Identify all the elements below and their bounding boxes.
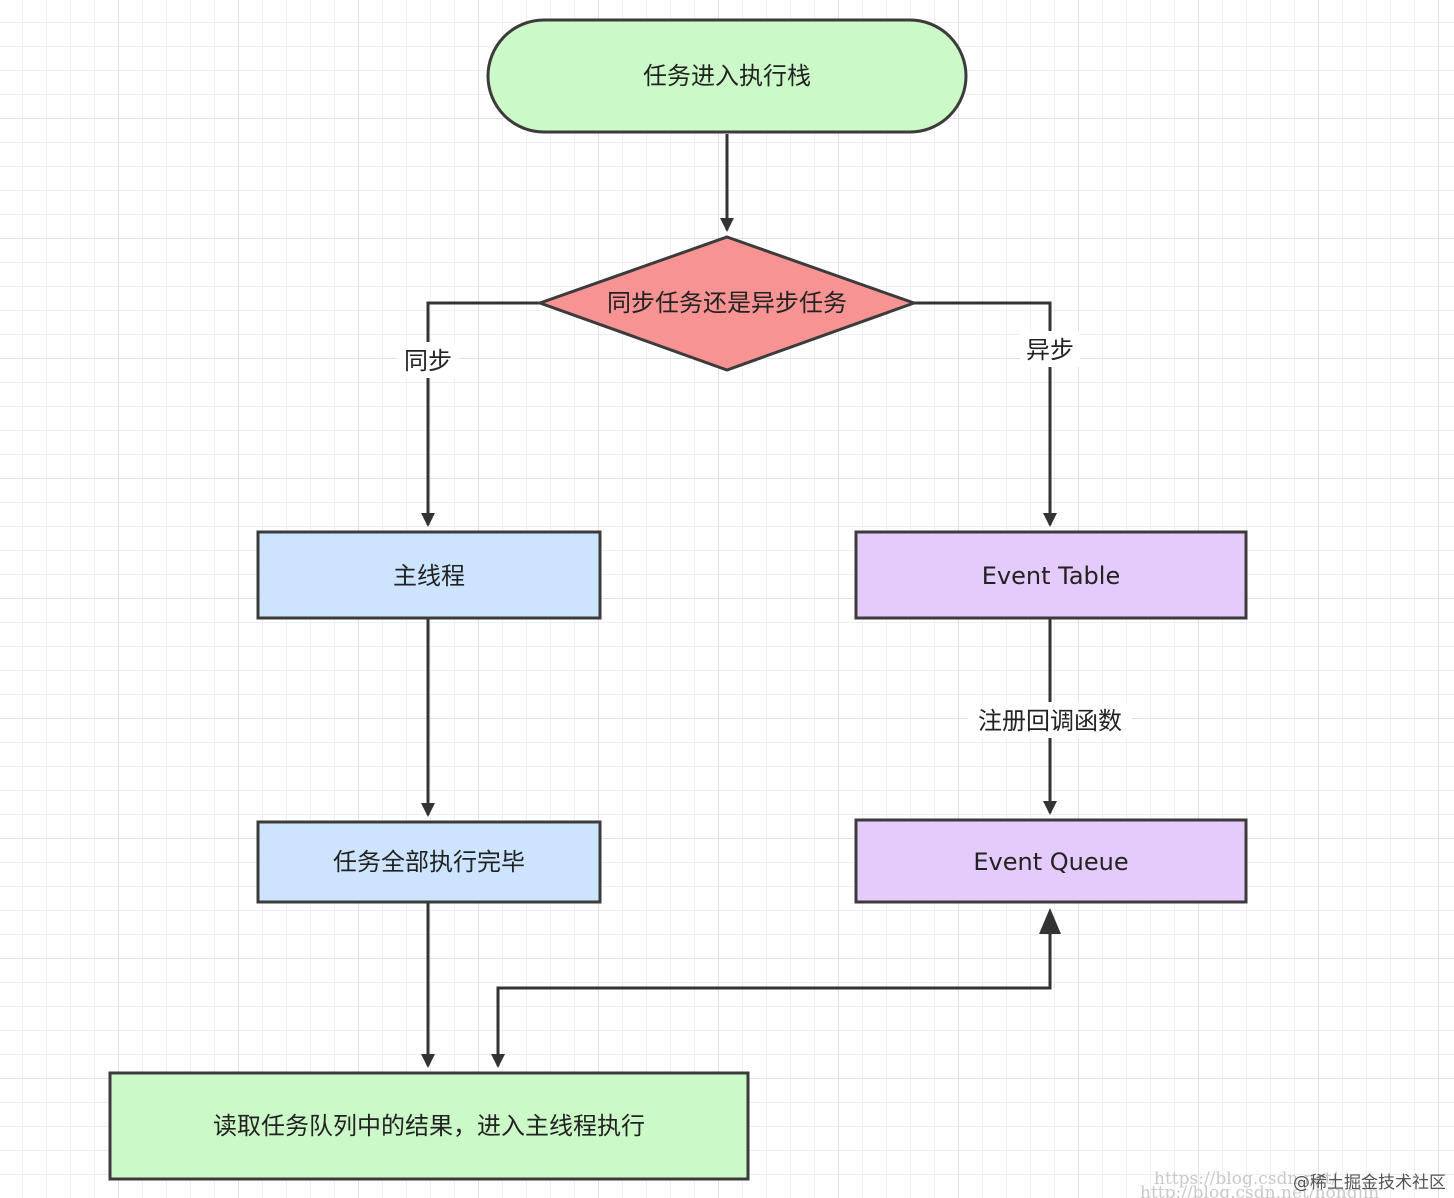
main-thread-box xyxy=(256,530,602,620)
tasks-done-label: 任务全部执行完毕 xyxy=(333,848,525,876)
node-event-queue: Event Queue xyxy=(854,818,1248,904)
watermark-url: https://blog.csdn.net/ xyxy=(1154,1169,1338,1189)
sync-label: 同步 xyxy=(404,347,452,375)
start-terminator-shape xyxy=(486,18,968,134)
watermark: https://blog.csdn.net/ http://blog.csdn.… xyxy=(1140,1169,1446,1198)
edge-labels: 同步 异步 注册回调函数 xyxy=(398,331,1132,738)
edge-event-queue-arrowhead xyxy=(1039,908,1061,934)
edge-event-queue-to-read-queue xyxy=(491,934,1052,1068)
decision-label: 同步任务还是异步任务 xyxy=(607,289,847,317)
node-start: 任务进入执行栈 xyxy=(486,18,968,134)
register-callback-label: 注册回调函数 xyxy=(978,707,1122,735)
tasks-done-box xyxy=(256,820,602,904)
event-queue-box xyxy=(854,818,1248,904)
event-queue-label: Event Queue xyxy=(973,848,1128,876)
main-thread-label: 主线程 xyxy=(393,562,465,590)
async-label: 异步 xyxy=(1026,336,1074,364)
read-queue-box xyxy=(108,1071,750,1181)
watermark-credit: @稀土掘金技术社区 xyxy=(1293,1173,1446,1193)
read-queue-label: 读取任务队列中的结果，进入主线程执行 xyxy=(213,1112,645,1140)
node-main-thread: 主线程 xyxy=(256,530,602,620)
node-decision: 同步任务还是异步任务 xyxy=(535,235,919,372)
start-label: 任务进入执行栈 xyxy=(643,62,811,90)
sync-label-bg xyxy=(398,342,458,378)
edge-decision-to-event-table xyxy=(914,301,1057,527)
watermark-url-2: http://blog.csdn.net/hongjin xyxy=(1140,1183,1379,1198)
decision-diamond-shape xyxy=(535,235,919,372)
register-label-bg xyxy=(968,702,1132,738)
event-table-box xyxy=(854,530,1248,620)
node-read-queue: 读取任务队列中的结果，进入主线程执行 xyxy=(108,1071,750,1181)
edge-decision-to-main-thread xyxy=(421,301,540,527)
async-label-bg xyxy=(1020,331,1080,367)
event-table-label: Event Table xyxy=(982,562,1120,590)
node-event-table: Event Table xyxy=(854,530,1248,620)
node-tasks-done: 任务全部执行完毕 xyxy=(256,820,602,904)
